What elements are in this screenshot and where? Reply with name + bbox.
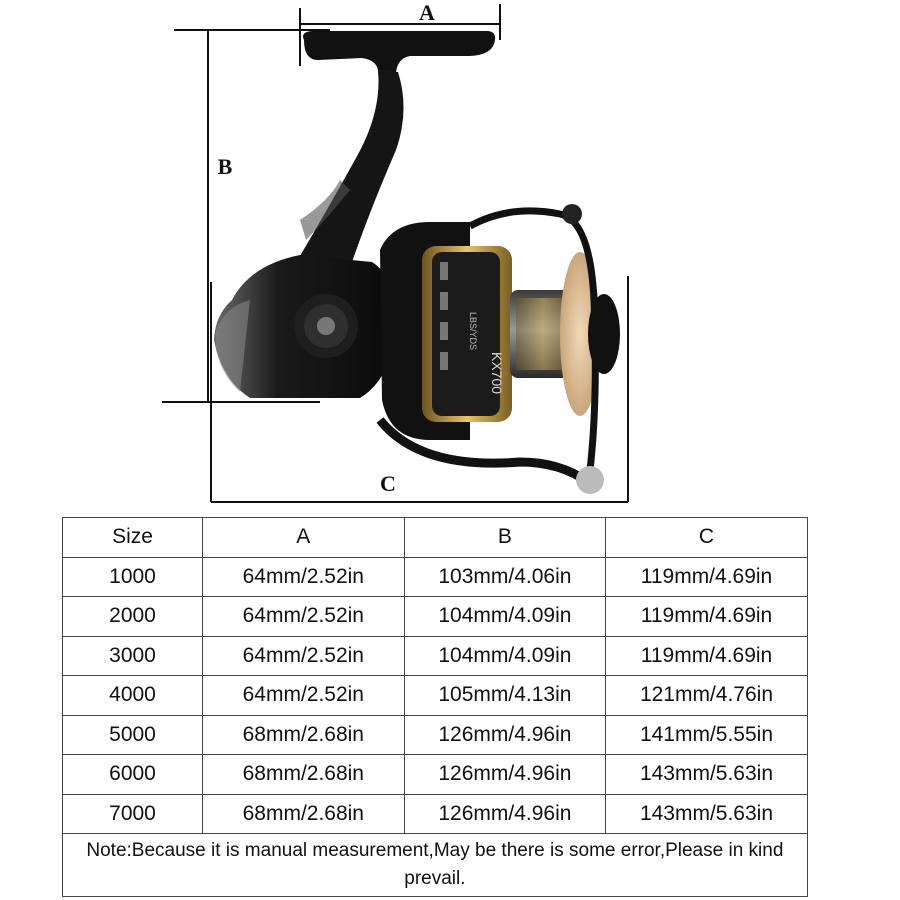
cell-size: 2000 [62, 596, 203, 637]
reel-dimension-diagram: A B C KX700 LBS/YDS [162, 0, 629, 503]
cell-b: 126mm/4.96in [403, 793, 607, 834]
table-row: 2000 64mm/2.52in 104mm/4.09in 119mm/4.69… [62, 596, 808, 637]
cell-b: 104mm/4.09in [403, 635, 607, 676]
dimension-c: C [210, 276, 629, 503]
dimension-a: A [299, 0, 501, 66]
cell-size: 5000 [62, 714, 203, 755]
table-row: 3000 64mm/2.52in 104mm/4.09in 119mm/4.69… [62, 635, 808, 676]
cell-b: 126mm/4.96in [403, 714, 607, 755]
header-c: C [605, 517, 808, 558]
cell-b: 104mm/4.09in [403, 596, 607, 637]
table-row: 4000 64mm/2.52in 105mm/4.13in 121mm/4.76… [62, 675, 808, 716]
cell-a: 64mm/2.52in [202, 675, 405, 716]
cell-b: 126mm/4.96in [403, 754, 607, 795]
cell-c: 141mm/5.55in [605, 714, 808, 755]
table-row: 7000 68mm/2.68in 126mm/4.96in 143mm/5.63… [62, 793, 808, 834]
fishing-reel-icon: KX700 LBS/YDS [214, 31, 620, 494]
header-a: A [202, 517, 405, 558]
dimension-b: B [162, 29, 330, 403]
cell-size: 3000 [62, 635, 203, 676]
cell-c: 119mm/4.69in [605, 635, 808, 676]
cell-c: 119mm/4.69in [605, 556, 808, 597]
cell-size: 7000 [62, 793, 203, 834]
header-b: B [403, 517, 607, 558]
table-header-row: Size A B C [62, 517, 808, 558]
table-row: 1000 64mm/2.52in 103mm/4.06in 119mm/4.69… [62, 556, 808, 597]
dimension-b-label: B [218, 154, 233, 179]
cell-a: 68mm/2.68in [202, 754, 405, 795]
cell-a: 64mm/2.52in [202, 596, 405, 637]
cell-size: 4000 [62, 675, 203, 716]
cell-a: 64mm/2.52in [202, 556, 405, 597]
cell-b: 105mm/4.13in [403, 675, 607, 716]
table-row: 6000 68mm/2.68in 126mm/4.96in 143mm/5.63… [62, 754, 808, 795]
cell-size: 1000 [62, 556, 203, 597]
header-size: Size [62, 517, 203, 558]
cell-a: 68mm/2.68in [202, 714, 405, 755]
cell-c: 119mm/4.69in [605, 596, 808, 637]
cell-a: 68mm/2.68in [202, 793, 405, 834]
cell-b: 103mm/4.06in [403, 556, 607, 597]
cell-c: 121mm/4.76in [605, 675, 808, 716]
table-note-row: Note:Because it is manual measurement,Ma… [62, 833, 808, 897]
reel-model-text: KX700 [489, 352, 505, 394]
table-row: 5000 68mm/2.68in 126mm/4.96in 141mm/5.55… [62, 714, 808, 755]
size-dimension-table: Size A B C 1000 64mm/2.52in 103mm/4.06in… [62, 517, 808, 897]
dimension-a-label: A [419, 0, 435, 25]
cell-c: 143mm/5.63in [605, 754, 808, 795]
cell-a: 64mm/2.52in [202, 635, 405, 676]
reel-spec-text: LBS/YDS [468, 312, 478, 350]
measurement-note: Note:Because it is manual measurement,Ma… [62, 833, 808, 897]
cell-size: 6000 [62, 754, 203, 795]
cell-c: 143mm/5.63in [605, 793, 808, 834]
dimension-c-label: C [380, 471, 396, 496]
